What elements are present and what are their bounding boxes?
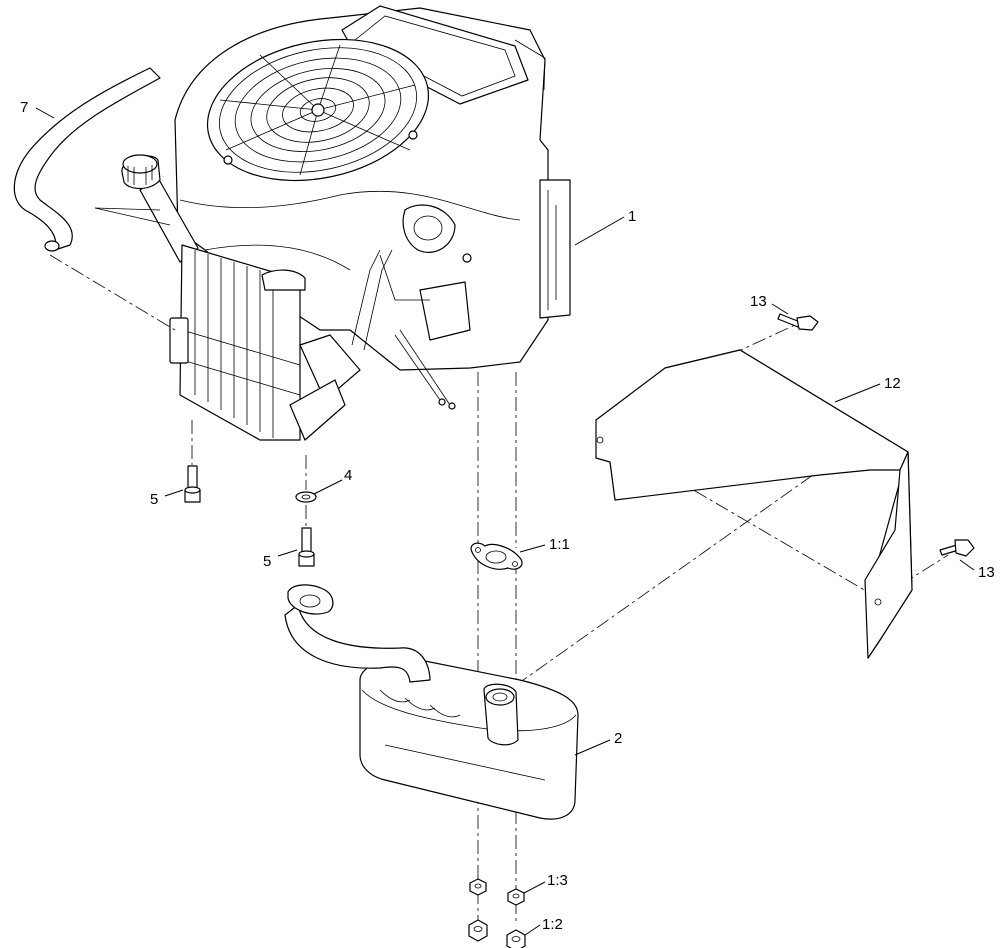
callout-1-1: 1:1 <box>549 536 570 553</box>
cylinder-fins <box>169 244 306 441</box>
exhaust-gasket <box>470 542 523 570</box>
bolt-5-upper <box>184 465 201 503</box>
callout-7: 7 <box>20 99 28 116</box>
callout-1: 1 <box>628 208 636 225</box>
flywheel-screen <box>206 38 430 182</box>
spark-plug-lead <box>289 249 393 441</box>
callout-4: 4 <box>344 467 352 484</box>
oil-fill-tube <box>94 154 199 263</box>
callout-1-3: 1:3 <box>547 872 568 889</box>
muffler <box>284 584 579 820</box>
callout-5-lower: 5 <box>263 553 271 570</box>
breather-hose-end <box>44 240 60 252</box>
callout-2: 2 <box>614 730 622 747</box>
callout-5-upper: 5 <box>150 491 158 508</box>
washer-4 <box>295 491 317 503</box>
bolt-5-lower <box>298 527 315 567</box>
carburetor-wiring <box>379 204 472 410</box>
callout-12: 12 <box>884 375 901 392</box>
center-lines <box>49 254 949 925</box>
nut-1-2 <box>468 919 526 948</box>
breather-hose <box>13 67 161 251</box>
bolt-13-upper <box>777 313 819 331</box>
heat-shield <box>595 349 913 659</box>
callout-leaders <box>35 107 975 936</box>
bolt-13-lower <box>939 539 975 557</box>
nut-1-3 <box>469 878 525 906</box>
callout-13-lower: 13 <box>978 564 995 581</box>
callout-1-2: 1:2 <box>542 916 563 933</box>
engine <box>94 5 571 441</box>
callout-13-upper: 13 <box>750 293 767 310</box>
